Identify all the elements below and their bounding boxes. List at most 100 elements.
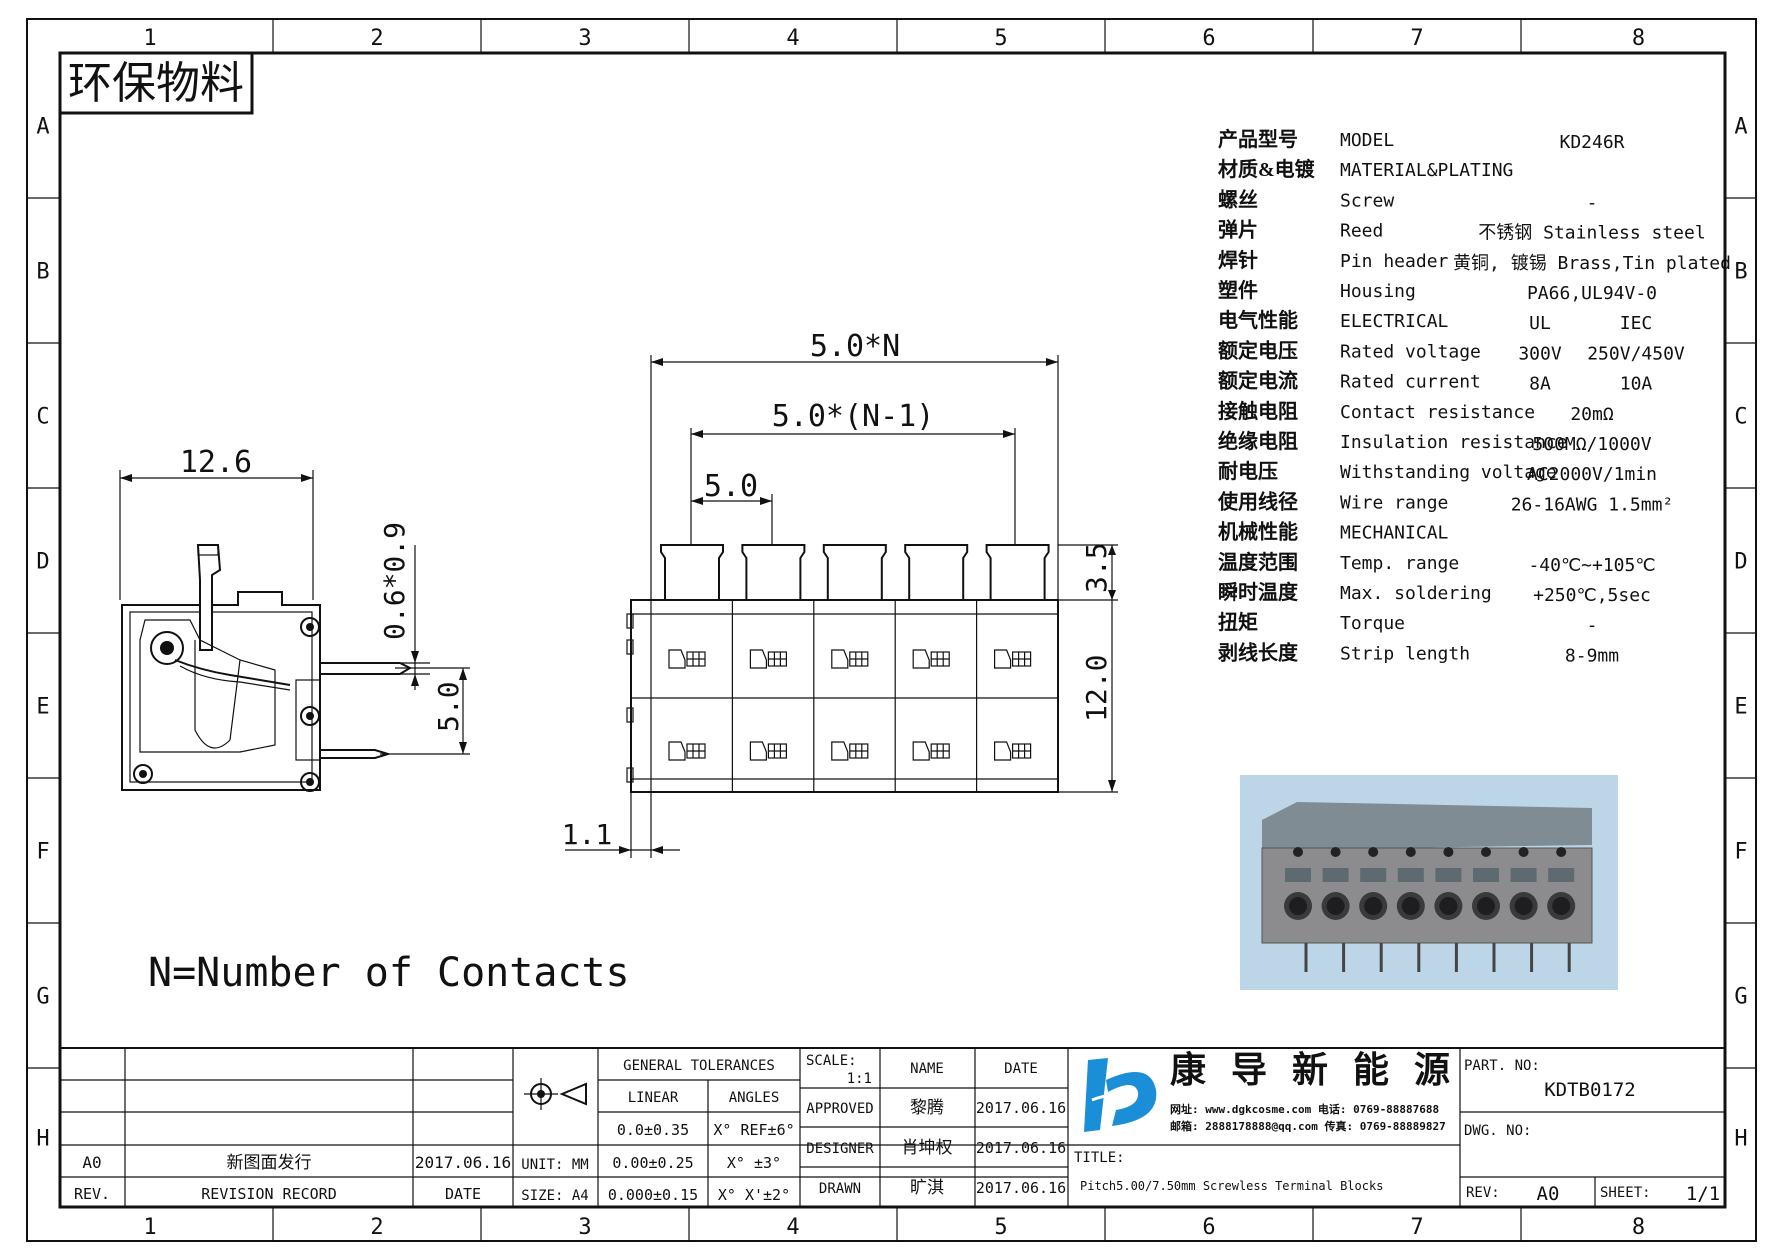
row-label-left: D — [36, 550, 49, 575]
row-label-right: C — [1734, 405, 1747, 430]
row-label-left: E — [36, 695, 49, 720]
stamp-text: 环保物料 — [68, 59, 244, 108]
dim-body-height: 12.0 — [1080, 655, 1113, 722]
spec-value-ul: 300V — [1518, 343, 1562, 364]
spec-value: 8-9mm — [1565, 645, 1619, 666]
part-no-label: PART. NO: — [1464, 1058, 1540, 1074]
spec-label-cn: 耐电压 — [1218, 460, 1278, 483]
spec-label-en: Wire range — [1340, 492, 1448, 513]
col-label-bottom: 5 — [994, 1215, 1007, 1240]
tol-angle-2: X° ±3° — [727, 1154, 781, 1172]
tol-linear-2: 0.00±0.25 — [612, 1154, 693, 1172]
drawing-title: Pitch5.00/7.50mm Screwless Terminal Bloc… — [1080, 1179, 1383, 1193]
spec-label-en: Strip length — [1340, 643, 1470, 664]
linear-header: LINEAR — [628, 1090, 679, 1106]
approved-name: 黎腾 — [910, 1098, 944, 1117]
rev-header: REV. — [74, 1185, 110, 1203]
col-label-top: 4 — [786, 26, 799, 51]
scale-label: SCALE: — [806, 1053, 857, 1069]
release-button — [741, 544, 806, 601]
row-label-right: G — [1734, 985, 1747, 1010]
spec-label-en: Screw — [1340, 190, 1394, 211]
rev-entry-record: 新图面发行 — [227, 1153, 312, 1172]
approved-label: APPROVED — [806, 1101, 873, 1117]
general-tolerances: GENERAL TOLERANCES — [623, 1058, 775, 1074]
sheet-label: SHEET: — [1600, 1185, 1651, 1201]
spec-label-cn: 额定电压 — [1218, 338, 1298, 362]
tol-angle-3: X° X'±2° — [718, 1186, 790, 1204]
rev-entry-date: 2017.06.16 — [415, 1153, 511, 1172]
col-label-bottom: 1 — [143, 1215, 156, 1240]
release-button — [660, 544, 724, 601]
spec-value-iec: 10A — [1620, 374, 1653, 395]
row-label-right: D — [1734, 550, 1747, 575]
designer-label: DESIGNER — [806, 1141, 874, 1157]
unit: UNIT: MM — [521, 1157, 588, 1173]
contact-slot — [831, 649, 849, 669]
row-label-right: H — [1734, 1127, 1747, 1152]
designer-name: 肖坤权 — [902, 1138, 953, 1157]
spec-label-en: Pin header — [1340, 251, 1449, 272]
col-label-top: 8 — [1632, 26, 1645, 51]
company-contact-2: 邮箱: 2888178888@qq.com 传真: 0769-88889827 — [1170, 1119, 1446, 1133]
title-block: A0 新图面发行 2017.06.16 REV. REVISION RECORD… — [60, 1047, 1725, 1207]
spec-label-en: ELECTRICAL — [1340, 311, 1449, 332]
spec-label-en: Torque — [1340, 613, 1405, 634]
spec-label-cn: 剥线长度 — [1218, 640, 1299, 664]
tol-linear-3: 0.000±0.15 — [608, 1186, 698, 1204]
spec-label-cn: 绝缘电阻 — [1218, 429, 1298, 453]
dim-span-length: 5.0*(N-1) — [772, 399, 935, 434]
spec-label-en: Withstanding voltage — [1340, 462, 1557, 483]
row-label-left: C — [36, 405, 49, 430]
col-label-top: 3 — [578, 26, 591, 51]
product-photo — [1240, 775, 1618, 990]
col-label-bottom: 4 — [786, 1215, 799, 1240]
date-column-header: DATE — [1004, 1061, 1038, 1077]
dim-side-width: 12.6 — [180, 445, 252, 480]
spec-label-en: MODEL — [1340, 130, 1394, 151]
spec-label-cn: 塑件 — [1218, 278, 1258, 302]
drawn-date: 2017.06.16 — [976, 1179, 1066, 1197]
contact-slot — [994, 649, 1012, 669]
dwg-no-label: DWG. NO: — [1464, 1123, 1531, 1139]
row-label-right: B — [1734, 260, 1747, 285]
spec-label-en: MATERIAL&PLATING — [1340, 160, 1513, 181]
part-no: KDTB0172 — [1544, 1079, 1636, 1101]
spec-label-cn: 扭矩 — [1218, 610, 1258, 634]
contact-cells — [668, 600, 1032, 792]
row-label-right: E — [1734, 695, 1747, 720]
spec-label-en: Housing — [1340, 281, 1416, 302]
col-label-bottom: 7 — [1410, 1215, 1423, 1240]
contact-slot — [749, 741, 767, 761]
dim-pin-size: 0.6*0.9 — [378, 522, 411, 640]
col-label-bottom: 6 — [1202, 1215, 1215, 1240]
name-header: NAME — [910, 1061, 944, 1077]
spec-value: +250℃,5sec — [1533, 585, 1651, 606]
projection-symbol — [524, 1078, 587, 1110]
row-label-left: G — [36, 985, 49, 1010]
release-button — [904, 544, 969, 601]
approved-date: 2017.06.16 — [976, 1099, 1066, 1117]
row-label-left: F — [36, 840, 49, 865]
row-label-right: A — [1734, 115, 1747, 140]
rev-label: REV: — [1466, 1185, 1500, 1201]
spec-label-cn: 额定电流 — [1218, 369, 1298, 393]
spec-label-en: Insulation resistance — [1340, 432, 1568, 453]
spec-value: - — [1587, 615, 1598, 636]
company-logo — [1084, 1058, 1157, 1132]
row-label-right: F — [1734, 840, 1747, 865]
spec-value: 不锈钢 Stainless steel — [1478, 223, 1705, 244]
spec-label-cn: 电气性能 — [1218, 308, 1298, 332]
spec-value: PA66,UL94V-0 — [1527, 283, 1657, 304]
col-label-bottom: 8 — [1632, 1215, 1645, 1240]
dim-pin-row-pitch: 5.0 — [432, 681, 465, 732]
spec-value: KD246R — [1559, 132, 1624, 153]
front-view: 5.0*N 5.0*(N-1) 5.0 3.5 — [562, 329, 1118, 858]
spec-label-en: Max. soldering — [1340, 583, 1492, 604]
col-label-top: 1 — [143, 26, 156, 51]
contact-slot — [668, 741, 686, 761]
tol-linear-1: 0.0±0.35 — [617, 1121, 689, 1139]
spec-label-en: Rated voltage — [1340, 341, 1481, 362]
spec-label-en: Rated current — [1340, 372, 1481, 393]
